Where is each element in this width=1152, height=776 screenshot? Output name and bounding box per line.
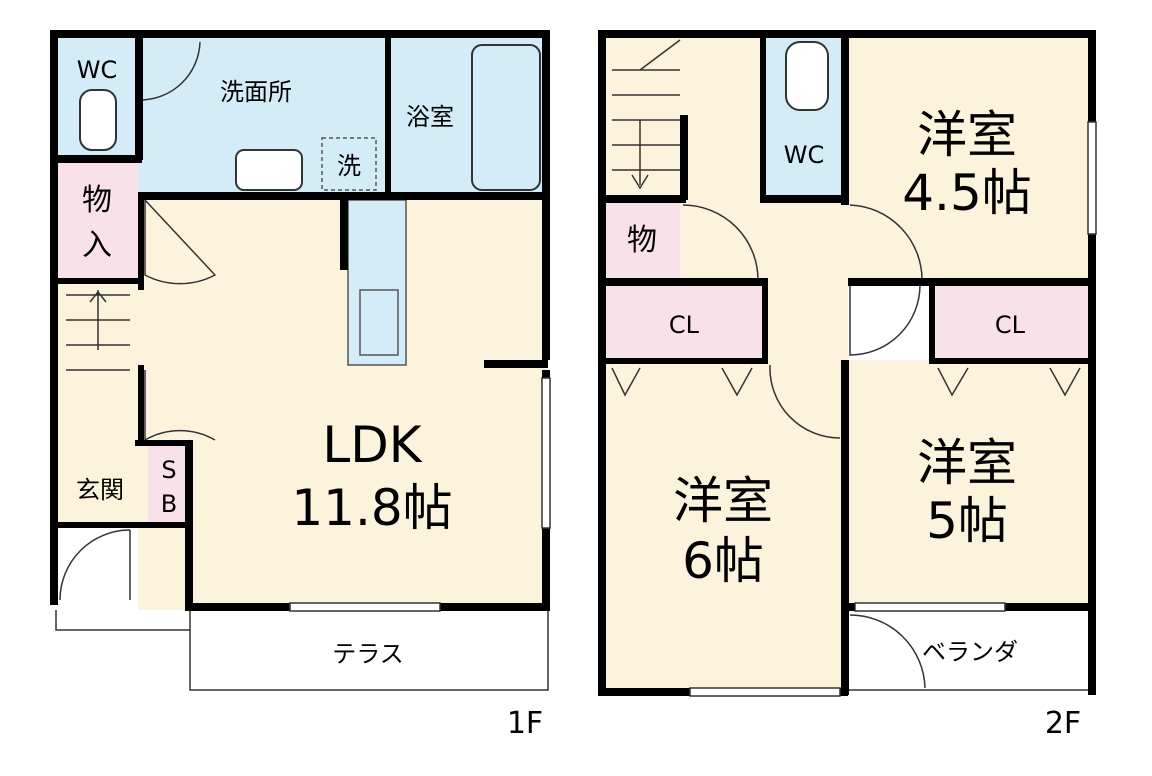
door-swing-entrance [59, 529, 131, 601]
sb-label-top: S [161, 456, 176, 484]
washbasin-icon [235, 149, 303, 191]
wall [385, 30, 391, 198]
wall [50, 30, 550, 38]
wall [929, 278, 935, 363]
wall [598, 358, 768, 364]
window-room-c-south [854, 602, 1006, 612]
wall [762, 278, 768, 363]
bathtub-icon [471, 44, 541, 191]
wall [598, 195, 686, 203]
porch-outline [55, 610, 190, 631]
door-swing-hall [144, 370, 216, 442]
closet-door-marks-left [611, 367, 753, 397]
sb-area [148, 445, 188, 525]
door-swing-storage-2f [682, 204, 759, 281]
door-swing-room-c [849, 284, 921, 356]
washer-label: 洗 [337, 152, 361, 180]
closet-door-marks-right [937, 367, 1081, 397]
wc-1f-label: WC [77, 56, 118, 84]
wall [50, 522, 188, 528]
wall [848, 278, 1096, 286]
toilet-2f-icon [785, 41, 829, 111]
room-b-name-label: 洋室 [673, 472, 773, 530]
ldk-size-label: 11.8帖 [291, 479, 452, 537]
room-a-size-label: 4.5帖 [902, 164, 1032, 222]
washer-icon [321, 137, 377, 191]
terrace-label: テラス [332, 640, 404, 668]
room-c-size-label: 5帖 [926, 492, 1008, 550]
balcony-label: ベランダ [922, 638, 1018, 666]
toilet-1f-icon [79, 89, 117, 151]
room-a-name-label: 洋室 [917, 106, 1017, 164]
floor-1-label: 1F [507, 706, 543, 741]
stairs-1f-lines [66, 290, 130, 371]
entrance-label: 玄関 [76, 476, 124, 504]
door-swing-storage [144, 198, 217, 285]
sink [359, 289, 399, 356]
room-a-area [848, 35, 1088, 280]
entrance-area [56, 445, 148, 525]
room-b-area [605, 360, 845, 690]
window-ldk-south [289, 602, 441, 612]
wall [138, 192, 550, 200]
wall [135, 440, 193, 446]
storage-1f-area [56, 160, 138, 280]
floor-2-label: 2F [1045, 706, 1081, 741]
door-swing-balcony [849, 614, 926, 689]
wall [598, 278, 768, 286]
wall [50, 30, 58, 605]
room-b-size-label: 6帖 [682, 532, 764, 590]
wall [841, 30, 849, 205]
wall [138, 365, 144, 445]
wall [484, 360, 548, 368]
window-room-a-east [1087, 121, 1097, 235]
wall [135, 30, 143, 160]
floor-1: WC 洗面所 洗 浴室 物 入 LDK 11.8帖 玄関 S B テラス 1F [50, 30, 551, 741]
room-c-name-label: 洋室 [917, 434, 1017, 492]
door-swing-room-a [849, 204, 923, 281]
terrace-outline [189, 610, 549, 691]
stairs-1f-area [56, 280, 138, 445]
cl-left-label: CL [669, 311, 700, 339]
cl-right-area [932, 285, 1088, 360]
wc-2f-label: WC [784, 141, 825, 169]
storage-2f-area [605, 200, 680, 280]
stairs-2f-lines [612, 39, 681, 190]
washroom-label: 洗面所 [220, 78, 292, 106]
wall [138, 200, 144, 290]
room-c-area [848, 360, 1088, 610]
wall [760, 30, 766, 200]
wall [50, 155, 142, 163]
storage-2f-label: 物 [627, 223, 657, 258]
storage-1f-label-bottom: 入 [82, 228, 112, 263]
wall [760, 195, 848, 203]
cl-right-label: CL [995, 311, 1026, 339]
window-room-b-south [689, 687, 841, 697]
bath-label: 浴室 [406, 103, 454, 131]
wall [185, 440, 193, 610]
wall [841, 360, 849, 695]
cl-left-area [605, 285, 765, 360]
storage-1f-label-top: 物 [82, 183, 112, 218]
sb-label-bottom: B [161, 490, 177, 518]
window-ldk-east [541, 377, 551, 529]
wall [929, 358, 1096, 364]
wall [50, 278, 142, 284]
wall [340, 200, 348, 270]
wall [680, 115, 688, 200]
ldk-name-label: LDK [322, 416, 422, 474]
door-swing-room-b [769, 364, 841, 439]
floor-2: WC 物 CL CL 洋室 4.5帖 洋室 6帖 洋室 5帖 ベランダ 2F [598, 30, 1097, 741]
